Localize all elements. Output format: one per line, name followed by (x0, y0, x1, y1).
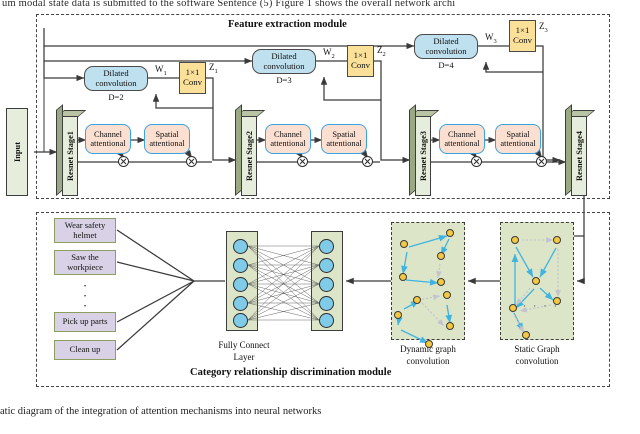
static-graph-ellipsis: · · · · (523, 301, 560, 311)
dilated-convolution-3: Dilated convolution (414, 34, 478, 59)
fc-input-node-1 (233, 239, 248, 254)
spatial-attention-1: Spatial attentional (144, 124, 190, 154)
static-graph-label-line2: convolution (515, 356, 559, 366)
class-item-saw-the-workpiece[interactable]: Saw the workpiece (54, 250, 116, 275)
dilated-convolution-2: Dilated convolution (252, 49, 316, 74)
weight-label-w2: W2 (323, 47, 335, 60)
conv-1x1-block-3-line2: Conv (512, 35, 533, 45)
dynamic-graph-label-line2: convolution (406, 356, 450, 366)
fc-output-node-1 (319, 239, 334, 254)
fc-output-node-4 (319, 296, 334, 311)
resnet-stage-4-label: Resnet Stage4 (574, 130, 584, 181)
ellipsis-dot-2: · (82, 288, 88, 303)
weight-label-w1: W1 (155, 64, 167, 77)
dynamic-graph-node-4 (399, 273, 407, 281)
multiply-node-1b (186, 156, 197, 167)
conv-1x1-block-2-line1: 1×1 (353, 50, 368, 61)
dynamic-graph-node-10 (425, 340, 433, 348)
dynamic-graph-node-8 (394, 311, 402, 319)
dynamic-graph-node-7 (443, 291, 451, 299)
fc-input-node-5 (233, 313, 248, 328)
fc-input-node-3 (233, 277, 248, 292)
fc-input-node-2 (233, 258, 248, 273)
channel-attention-1: Channel attentional (85, 124, 131, 154)
feature-extraction-module-title: Feature extraction module (228, 19, 347, 30)
conv-1x1-block-3-line1: 1×1 (515, 25, 530, 36)
resnet-stage-2: Resnet Stage2 (235, 104, 266, 196)
dilated-convolution-1: Dilated convolution (84, 66, 148, 91)
static-graph-label-line1: Static Graph (514, 344, 560, 354)
multiply-node-1a (118, 156, 129, 167)
static-graph-node-3 (532, 277, 540, 285)
multiply-node-3b (536, 156, 547, 167)
dynamic-graph-node-3 (437, 252, 445, 260)
spatial-attention-2: Spatial attentional (321, 124, 367, 154)
dilated-convolution-3-dilation: D=4 (438, 60, 454, 70)
input-block: Input (6, 108, 28, 196)
slab-face: Resnet Stage3 (415, 116, 431, 196)
class-item-clean-up[interactable]: Clean up (54, 340, 116, 360)
multiply-node-2b (362, 156, 373, 167)
feature-label-z3: Z3 (539, 21, 548, 34)
static-graph-node-6 (522, 331, 530, 339)
fc-output-node-2 (319, 258, 334, 273)
multiply-node-3a (471, 156, 482, 167)
fully-connect-layer-label-line2: Layer (233, 352, 255, 362)
dynamic-graph-node-9 (446, 322, 454, 330)
weight-label-w2-sub: 2 (331, 52, 335, 60)
dynamic-graph-node-2 (446, 229, 454, 237)
fully-connect-layer-label-line1: Fully Connect (218, 340, 270, 350)
fc-output-node-5 (319, 313, 334, 328)
weight-label-w3: W3 (485, 32, 497, 45)
feature-label-z2-sub: 2 (382, 50, 386, 58)
conv-1x1-block-2-line2: Conv (350, 60, 371, 70)
category-module-title: Category relationship discrimination mod… (190, 367, 392, 378)
resnet-stage-1-label: Resnet Stage1 (65, 130, 75, 181)
conv-1x1-block-1-line2: Conv (182, 77, 203, 87)
dilated-convolution-1-dilation: D=2 (108, 92, 124, 102)
dynamic-graph-node-1 (400, 240, 408, 248)
weight-label-w1-sub: 1 (163, 69, 167, 77)
class-item-pick-up-parts[interactable]: Pick up parts (54, 312, 116, 332)
feature-label-z2: Z2 (377, 45, 386, 58)
conv-1x1-block-3: 1×1 Conv (509, 20, 536, 52)
input-label: Input (12, 141, 22, 163)
category-module-frame (36, 212, 610, 387)
dynamic-graph-node-5 (437, 278, 445, 286)
dilated-convolution-2-dilation: D=3 (276, 75, 292, 85)
channel-attention-3: Channel attentional (439, 124, 485, 154)
fc-output-node-3 (319, 277, 334, 292)
figure-caption: atic diagram of the integration of atten… (0, 406, 322, 417)
slab-face: Resnet Stage2 (241, 116, 257, 196)
feature-label-z1-sub: 1 (214, 67, 218, 75)
conv-1x1-block-1: 1×1 Conv (179, 62, 206, 94)
conv-1x1-block-2: 1×1 Conv (347, 45, 374, 77)
static-graph-node-1 (511, 236, 519, 244)
spatial-attention-3: Spatial attentional (495, 124, 541, 154)
feature-label-z1: Z1 (209, 62, 218, 75)
class-item-wear-safety-helmet[interactable]: Wear safety helmet (54, 218, 116, 243)
static-graph-node-4 (553, 297, 561, 305)
resnet-stage-1: Resnet Stage1 (56, 104, 87, 196)
multiply-node-2a (297, 156, 308, 167)
slab-face: Resnet Stage4 (571, 116, 587, 196)
resnet-stage-3: Resnet Stage3 (409, 104, 440, 196)
fc-input-node-4 (233, 296, 248, 311)
feature-label-z3-sub: 3 (544, 26, 548, 34)
dynamic-graph-label-line1: Dynamic graph (400, 344, 456, 354)
conv-1x1-block-1-line1: 1×1 (185, 67, 200, 78)
weight-label-w3-sub: 3 (493, 37, 497, 45)
resnet-stage-3-label: Resnet Stage3 (418, 130, 428, 181)
slab-face: Resnet Stage1 (62, 116, 78, 196)
ellipsis-dot-3: · (82, 298, 88, 313)
resnet-stage-4: Resnet Stage4 (565, 104, 596, 196)
feature-extraction-module-frame (36, 14, 610, 199)
page-header-text: um modal state data is submitted to the … (2, 0, 456, 9)
static-graph-node-2 (553, 236, 561, 244)
dynamic-graph-node-6 (413, 296, 421, 304)
ellipsis-dot-1: · (82, 278, 88, 293)
channel-attention-2: Channel attentional (265, 124, 311, 154)
resnet-stage-2-label: Resnet Stage2 (244, 130, 254, 181)
static-graph-node-5 (509, 304, 517, 312)
